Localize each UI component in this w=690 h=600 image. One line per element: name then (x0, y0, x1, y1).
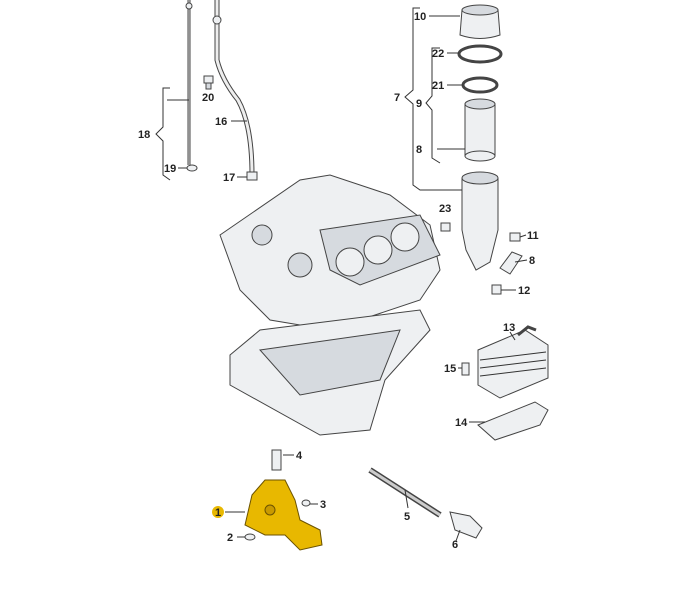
gasket-8[interactable] (499, 251, 523, 275)
coupling-6[interactable] (449, 511, 483, 539)
callout-11: 11 (527, 230, 539, 242)
callout-15: 15 (444, 363, 456, 375)
callout-21: 21 (432, 80, 444, 92)
bolt-4[interactable] (271, 449, 282, 471)
callout-12: 12 (518, 285, 530, 297)
callout-4: 4 (296, 450, 303, 462)
bolt-20[interactable] (203, 75, 214, 90)
seal-22[interactable] (457, 44, 503, 64)
callout-5: 5 (404, 511, 410, 523)
callout-7: 7 (394, 92, 400, 104)
o-ring-3[interactable] (301, 499, 311, 507)
filter-housing-7[interactable] (461, 171, 499, 271)
filter-element-8[interactable] (464, 98, 496, 162)
bolt-23[interactable] (440, 222, 451, 232)
highlight-marker (212, 506, 224, 518)
o-ring-19[interactable] (186, 164, 198, 172)
callout-14: 14 (455, 417, 468, 429)
callout-10: 10 (414, 11, 426, 23)
callout-17: 17 (223, 172, 235, 184)
filter-cap-10[interactable] (459, 4, 501, 39)
oil-pump-1[interactable] (244, 479, 323, 551)
gasket-14[interactable] (477, 401, 549, 441)
callout-19: 19 (164, 163, 176, 175)
leader-lines (155, 7, 528, 542)
callout-8-filter: 8 (416, 144, 422, 156)
oil-sump-upper[interactable] (229, 309, 431, 436)
callout-6: 6 (452, 539, 458, 551)
callout-18: 18 (138, 129, 150, 141)
callout-9: 9 (416, 98, 422, 110)
callout-13: 13 (503, 322, 515, 334)
o-ring-2[interactable] (244, 533, 256, 541)
bolt-15[interactable] (461, 362, 470, 376)
callout-3: 3 (320, 499, 326, 511)
oil-cooler-13[interactable] (477, 325, 549, 399)
callout-16: 16 (215, 116, 227, 128)
bolt-12[interactable] (491, 284, 502, 295)
callout-labels: 10 22 21 7 9 8 20 16 18 19 17 23 11 8 12… (138, 11, 539, 551)
callout-22: 22 (432, 48, 444, 60)
callout-2: 2 (227, 532, 233, 544)
engine-block[interactable] (219, 174, 441, 331)
callout-8-gasket: 8 (529, 255, 535, 267)
callout-20: 20 (202, 92, 214, 104)
dipstick[interactable] (185, 0, 193, 165)
callout-1: 1 (215, 507, 221, 519)
dipstick-guide-tube[interactable] (212, 0, 258, 181)
seal-21[interactable] (461, 76, 499, 94)
callout-23: 23 (439, 203, 451, 215)
bolt-11[interactable] (509, 232, 521, 242)
